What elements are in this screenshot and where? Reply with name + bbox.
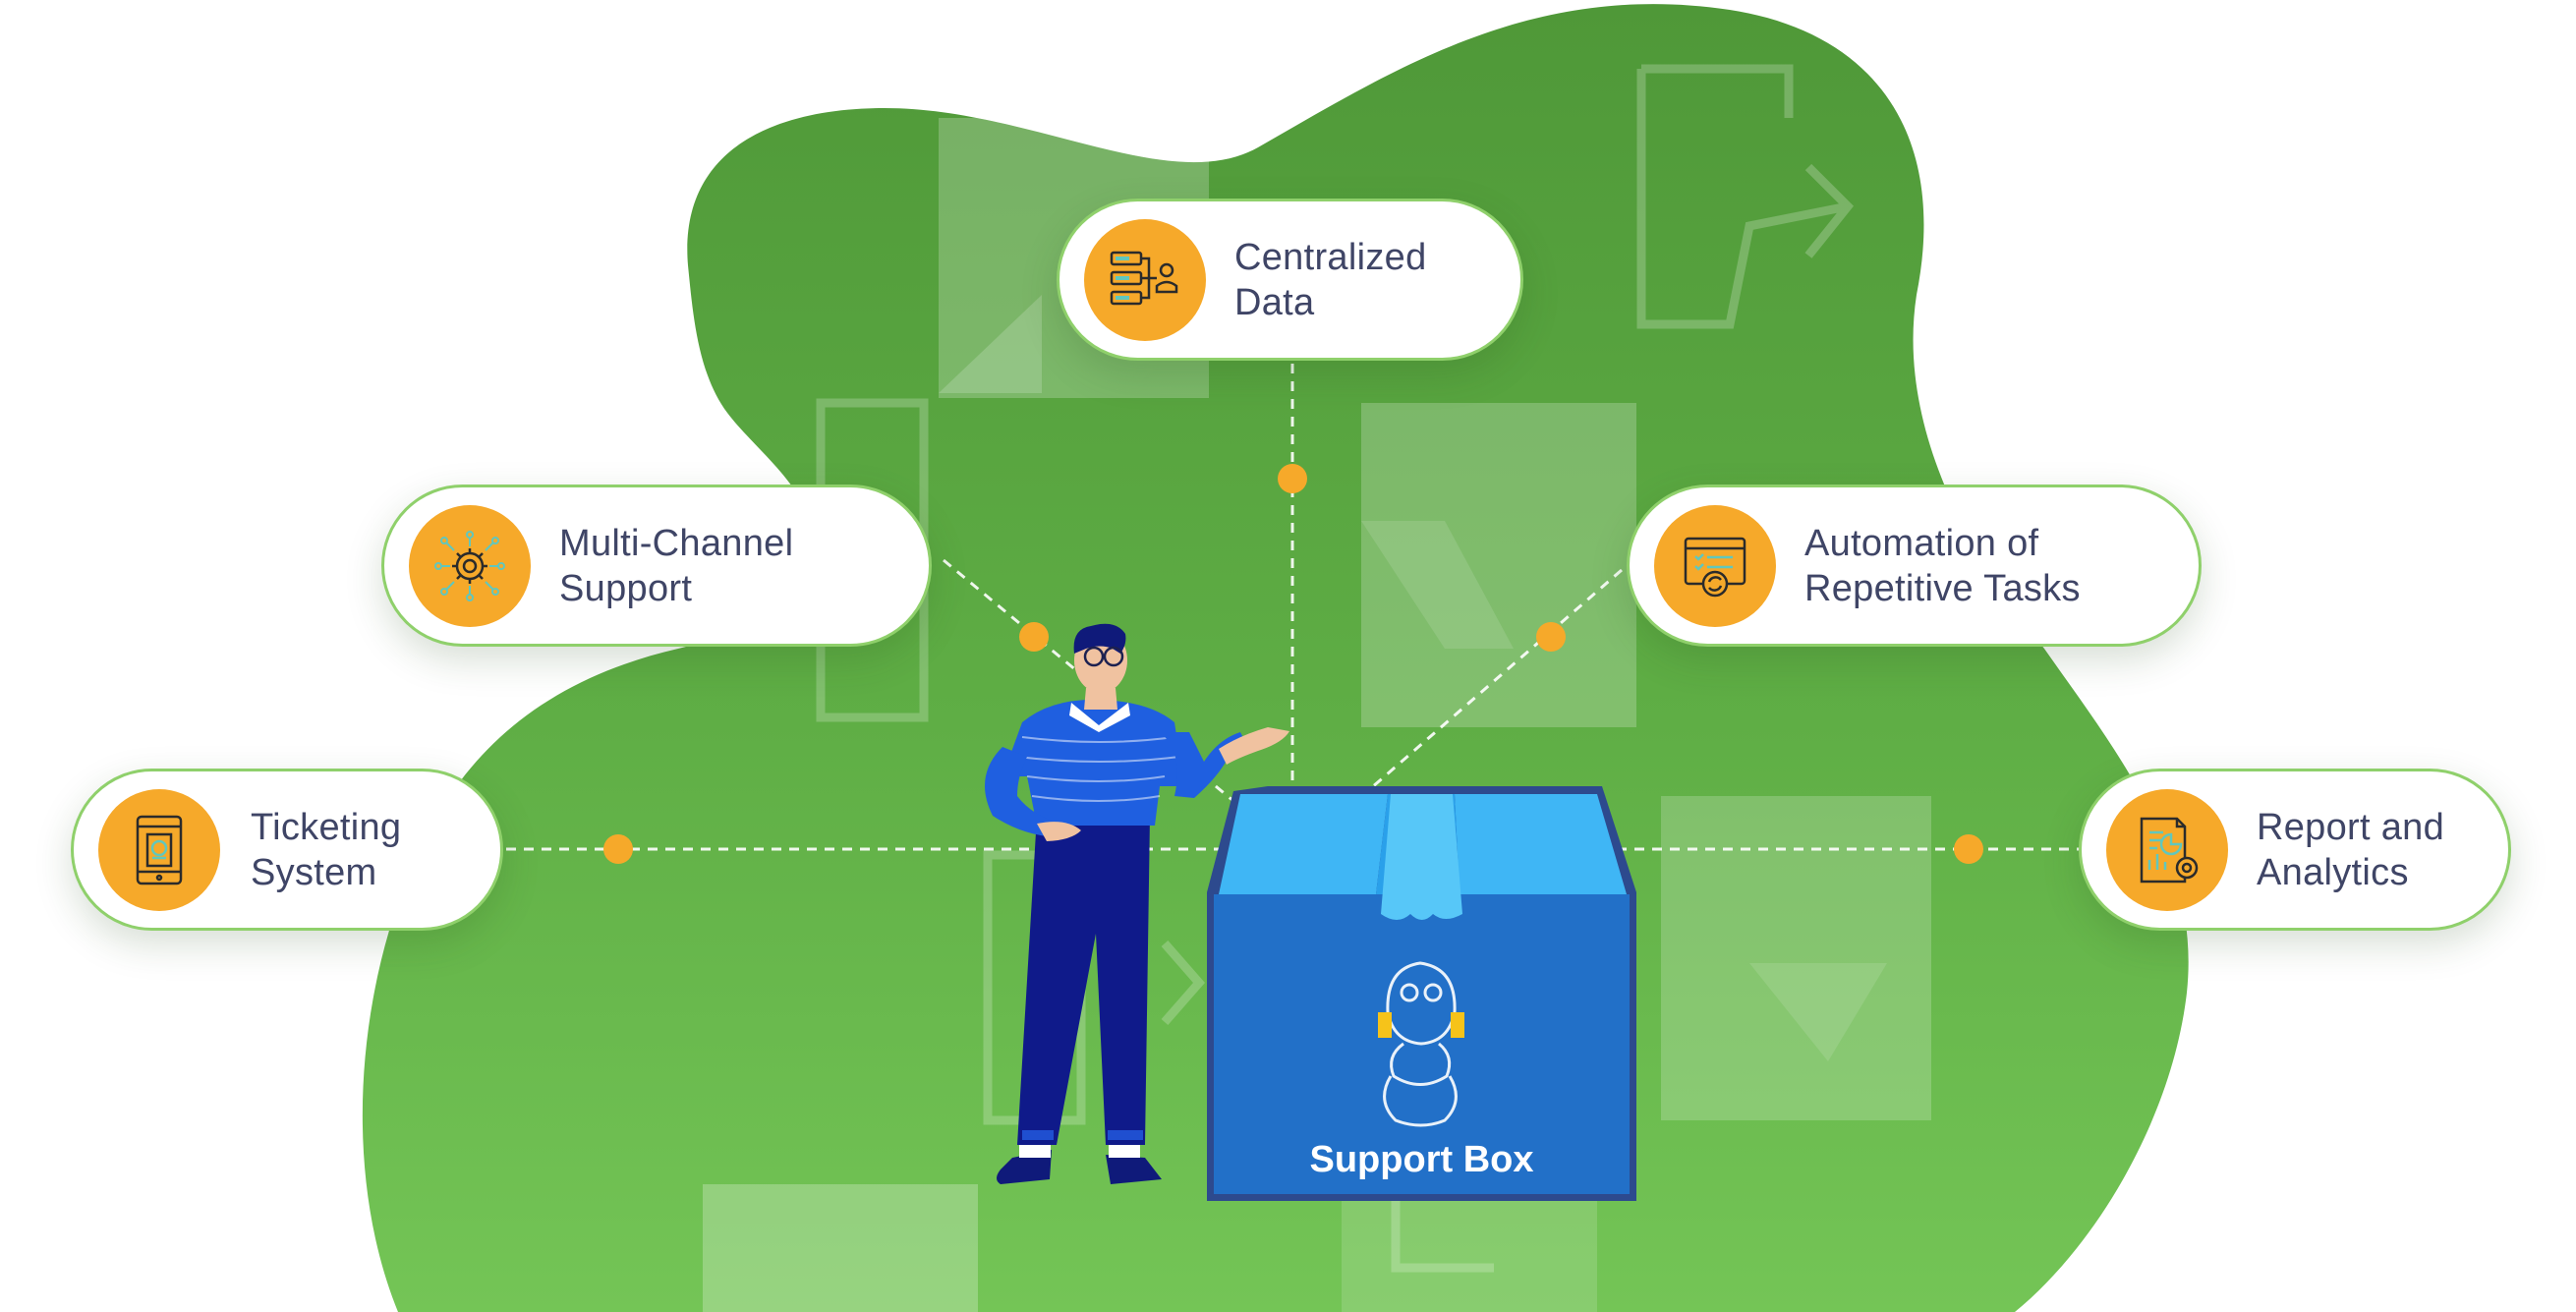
feature-label-automation: Automation of Repetitive Tasks [1804,521,2081,611]
feature-label-ticketing-system: Ticketing System [251,805,401,895]
connector-dots [603,464,1983,864]
feature-label-line: Support [559,567,693,609]
ticket-tablet-icon [136,815,183,884]
person-illustration [985,623,1289,1184]
feature-card-centralized-data: Centralized Data [1057,199,1523,361]
feature-label-line: System [251,851,377,893]
feature-label-line: Automation of [1804,522,2039,564]
feature-label-line: Centralized [1234,236,1427,278]
feature-label-line: Analytics [2257,851,2409,893]
feature-label-line: Report and [2257,806,2445,848]
feature-label-multi-channel-support: Multi-Channel Support [559,521,793,611]
feature-icon-badge [98,788,220,911]
feature-label-line: Multi-Channel [559,522,794,564]
report-chart-icon [2140,817,2199,883]
headset-mascot-icon [1383,961,1458,1127]
feature-icon-badge [2106,788,2228,911]
browser-sync-icon [1684,537,1746,597]
feature-label-line: Ticketing [251,806,402,848]
feature-label-line: Repetitive Tasks [1804,567,2081,609]
feature-card-report-analytics: Report and Analytics [2079,769,2511,931]
feature-card-automation: Automation of Repetitive Tasks [1627,485,2202,647]
support-box-illustration [1207,786,1636,1201]
network-gear-icon [434,530,505,601]
data-hierarchy-icon [1110,251,1178,305]
feature-label-centralized-data: Centralized Data [1234,235,1427,325]
feature-icon-badge [1654,504,1776,627]
connector-lines [506,364,2084,851]
feature-icon-badge [1084,218,1206,341]
feature-icon-badge [409,504,531,627]
feature-label-report-analytics: Report and Analytics [2257,805,2444,895]
feature-label-line: Data [1234,281,1315,323]
support-box-label: Support Box [1309,1139,1534,1180]
feature-card-multi-channel-support: Multi-Channel Support [381,485,932,647]
feature-card-ticketing-system: Ticketing System [71,769,503,931]
